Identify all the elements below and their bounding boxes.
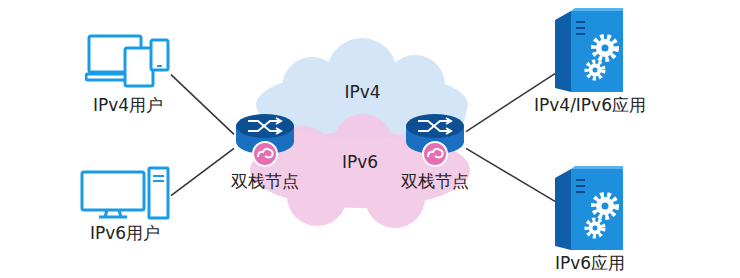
icon-part <box>576 33 585 35</box>
icon-part <box>571 8 623 11</box>
icon-part <box>423 142 447 166</box>
server-icon <box>555 166 625 250</box>
desktop-icon <box>79 166 171 220</box>
icon-part <box>576 191 585 193</box>
icon-part <box>589 64 602 77</box>
icon-part <box>602 45 609 52</box>
network-label: IPv4 <box>250 81 475 103</box>
icon-part <box>571 169 623 250</box>
icon-part <box>428 149 443 158</box>
icon-part <box>406 114 464 138</box>
node-label: IPv4用户 <box>93 94 163 116</box>
icon-part <box>593 68 598 73</box>
icon-part <box>253 142 277 166</box>
dual-stack-node: 双栈节点 <box>219 112 311 198</box>
laptop-icon <box>85 30 171 92</box>
icon-part <box>594 195 616 217</box>
router-icon <box>234 112 296 168</box>
connector-line <box>171 75 234 135</box>
node-label: IPv4/IPv6应用 <box>534 94 646 116</box>
icon-part <box>571 166 623 169</box>
icon-part <box>151 40 168 70</box>
icon-part <box>587 62 603 78</box>
node-label: 双栈节点 <box>231 170 299 192</box>
icon-part <box>576 27 585 29</box>
icon-part <box>82 172 144 210</box>
ipv4-user: IPv4用户 <box>78 30 178 120</box>
icon-part <box>418 118 451 131</box>
icon-part <box>555 169 571 250</box>
icon-part <box>602 203 609 210</box>
icon-part <box>596 197 614 215</box>
icon-part <box>576 179 585 181</box>
connector-line <box>466 148 555 201</box>
icon-part <box>587 220 603 236</box>
icon-part <box>153 180 164 182</box>
icon-part <box>248 118 281 131</box>
icon-part <box>258 149 273 158</box>
icon-part <box>571 11 623 92</box>
icon-part <box>236 114 294 138</box>
icon-part <box>153 175 164 177</box>
icon-part <box>593 226 598 231</box>
server-icon <box>555 8 625 92</box>
application-server: IPv6应用 <box>515 166 665 274</box>
icon-part <box>149 168 168 218</box>
icon-part <box>596 39 614 57</box>
icon-part <box>589 222 602 235</box>
icon-part <box>99 210 127 217</box>
dual-stack-node: 双栈节点 <box>389 112 481 198</box>
icon-part <box>555 11 571 92</box>
ipv6-user: IPv6用户 <box>75 166 175 252</box>
application-server: IPv4/IPv6应用 <box>515 8 665 120</box>
icon-part <box>594 37 616 59</box>
icon-part <box>576 185 585 187</box>
icon-part <box>125 48 153 86</box>
node-label: IPv6用户 <box>90 222 160 244</box>
connector-line <box>171 148 234 195</box>
icon-part <box>157 65 162 67</box>
icon-part <box>576 21 585 23</box>
node-label: IPv6应用 <box>555 252 625 274</box>
node-label: 双栈节点 <box>401 170 469 192</box>
router-icon <box>404 112 466 168</box>
